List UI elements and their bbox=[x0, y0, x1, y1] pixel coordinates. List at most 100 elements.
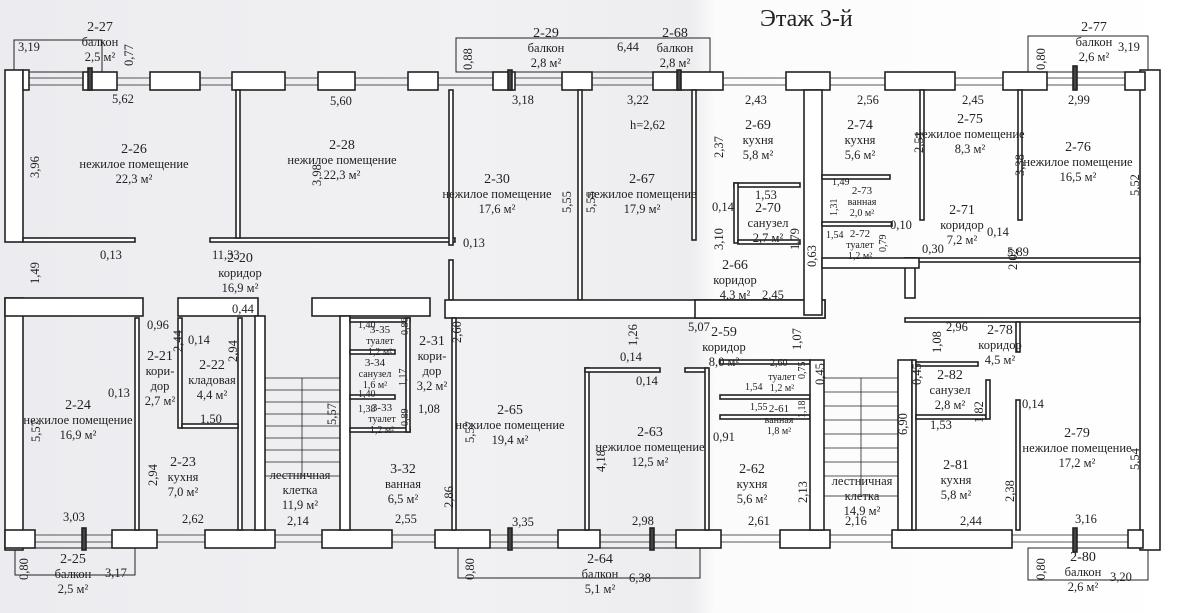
dimension-label: 0,14 bbox=[188, 333, 210, 347]
dimension-label: 0,63 bbox=[805, 245, 819, 267]
dimension-label: 3,10 bbox=[712, 228, 726, 250]
dimension-label: 0,10 bbox=[890, 218, 912, 232]
dimension-label: 2,13 bbox=[796, 481, 810, 503]
dimension-label: 6,38 bbox=[629, 571, 651, 585]
dimension-label: 2,61 bbox=[748, 514, 770, 528]
dimension-label: 1,53 bbox=[755, 188, 777, 202]
dimension-label: 2,55 bbox=[395, 512, 417, 526]
exterior-wall bbox=[4, 69, 24, 243]
dimension-label: 2,86 bbox=[442, 486, 456, 508]
dimension-label: 3,22 bbox=[627, 93, 649, 107]
dimension-label: 0,80 bbox=[463, 558, 477, 580]
dimension-label: 2,14 bbox=[287, 514, 309, 528]
dimension-label: 1,07 bbox=[790, 328, 804, 350]
dimension-label: 2,94 bbox=[226, 340, 240, 362]
dimension-label: 6,90 bbox=[896, 413, 910, 435]
dimension-label: 1,54 bbox=[745, 382, 763, 393]
dimension-label: 1,79 bbox=[788, 228, 802, 250]
dimension-label: 0,44 bbox=[232, 302, 254, 316]
dimension-label: 1,40 bbox=[358, 389, 376, 400]
dimension-label: 0,13 bbox=[463, 236, 485, 250]
dimension-label: 2,43 bbox=[745, 93, 767, 107]
dimension-label: 2,56 bbox=[857, 93, 879, 107]
dimension-label: 5,55 bbox=[584, 191, 598, 213]
dimension-label: 3,38 bbox=[1013, 154, 1027, 176]
dimension-label: 5,54 bbox=[1128, 448, 1142, 470]
dimension-label: 6,44 bbox=[617, 40, 639, 54]
balcony-2-80 bbox=[1027, 547, 1149, 581]
dimension-label: 2,60 bbox=[770, 358, 788, 369]
dimension-label: 3,98 bbox=[310, 164, 324, 186]
dimension-label: 0,96 bbox=[147, 318, 169, 332]
dimension-label: 3,35 bbox=[512, 515, 534, 529]
dimension-label: 0,13 bbox=[108, 386, 130, 400]
dimension-label: 0,45 bbox=[910, 363, 924, 385]
dimension-label: 5,57 bbox=[325, 403, 339, 425]
dimension-label: 1,54 bbox=[826, 230, 844, 241]
dimension-label: 0,79 bbox=[878, 234, 889, 253]
dimension-label: 2,16 bbox=[845, 514, 867, 528]
dimension-label: 5,55 bbox=[560, 191, 574, 213]
dimension-label: 3,20 bbox=[1110, 570, 1132, 584]
dimension-label: 5,62 bbox=[112, 92, 134, 106]
dimension-label: 5,07 bbox=[688, 320, 710, 334]
dimension-label: 3,16 bbox=[1075, 512, 1097, 526]
dimension-label: 0,91 bbox=[713, 430, 735, 444]
dimension-label: 2,45 bbox=[762, 288, 784, 302]
dimension-label: 5,60 bbox=[330, 94, 352, 108]
dimension-label: 1,40 bbox=[358, 320, 376, 331]
dimension-label: 2,96 bbox=[946, 320, 968, 334]
dimension-label: 0,86 bbox=[400, 317, 411, 336]
dimension-label: 2,44 bbox=[960, 514, 982, 528]
dimension-label: 0,14 bbox=[987, 225, 1009, 239]
dimension-label: 2,37 bbox=[712, 136, 726, 158]
dimension-label: 0,45 bbox=[813, 363, 827, 385]
dimension-label: 2,44 bbox=[171, 330, 185, 352]
dimension-label: 1,55 bbox=[750, 402, 768, 413]
balcony-2-27 bbox=[13, 39, 103, 73]
dimension-label: 1,08 bbox=[930, 331, 944, 353]
dimension-label: 0,14 bbox=[636, 374, 658, 388]
dimension-label: 2,94 bbox=[146, 464, 160, 486]
dimension-label: 1,53 bbox=[930, 418, 952, 432]
dimension-label: 0,30 bbox=[922, 242, 944, 256]
dimension-label: 1,18 bbox=[797, 400, 808, 419]
dimension-label: 0,14 bbox=[620, 350, 642, 364]
dimension-label: 3,19 bbox=[1118, 40, 1140, 54]
balcony-2-25 bbox=[14, 547, 136, 576]
floor-title: Этаж 3-й bbox=[760, 6, 853, 32]
dimension-label: 3,96 bbox=[28, 156, 42, 178]
dimension-label: 5,52 bbox=[1128, 174, 1142, 196]
bottom-wall-piers bbox=[4, 529, 1144, 549]
dimension-label: 0,14 bbox=[712, 200, 734, 214]
dimension-label: 0,80 bbox=[17, 558, 31, 580]
dimension-label: 3,17 bbox=[105, 566, 127, 580]
dimension-label: 0,88 bbox=[461, 48, 475, 70]
balcony-2-64 bbox=[457, 547, 701, 579]
dimension-label: 3,03 bbox=[63, 510, 85, 524]
dimension-label: 1,26 bbox=[626, 324, 640, 346]
dimension-label: 2,45 bbox=[962, 93, 984, 107]
